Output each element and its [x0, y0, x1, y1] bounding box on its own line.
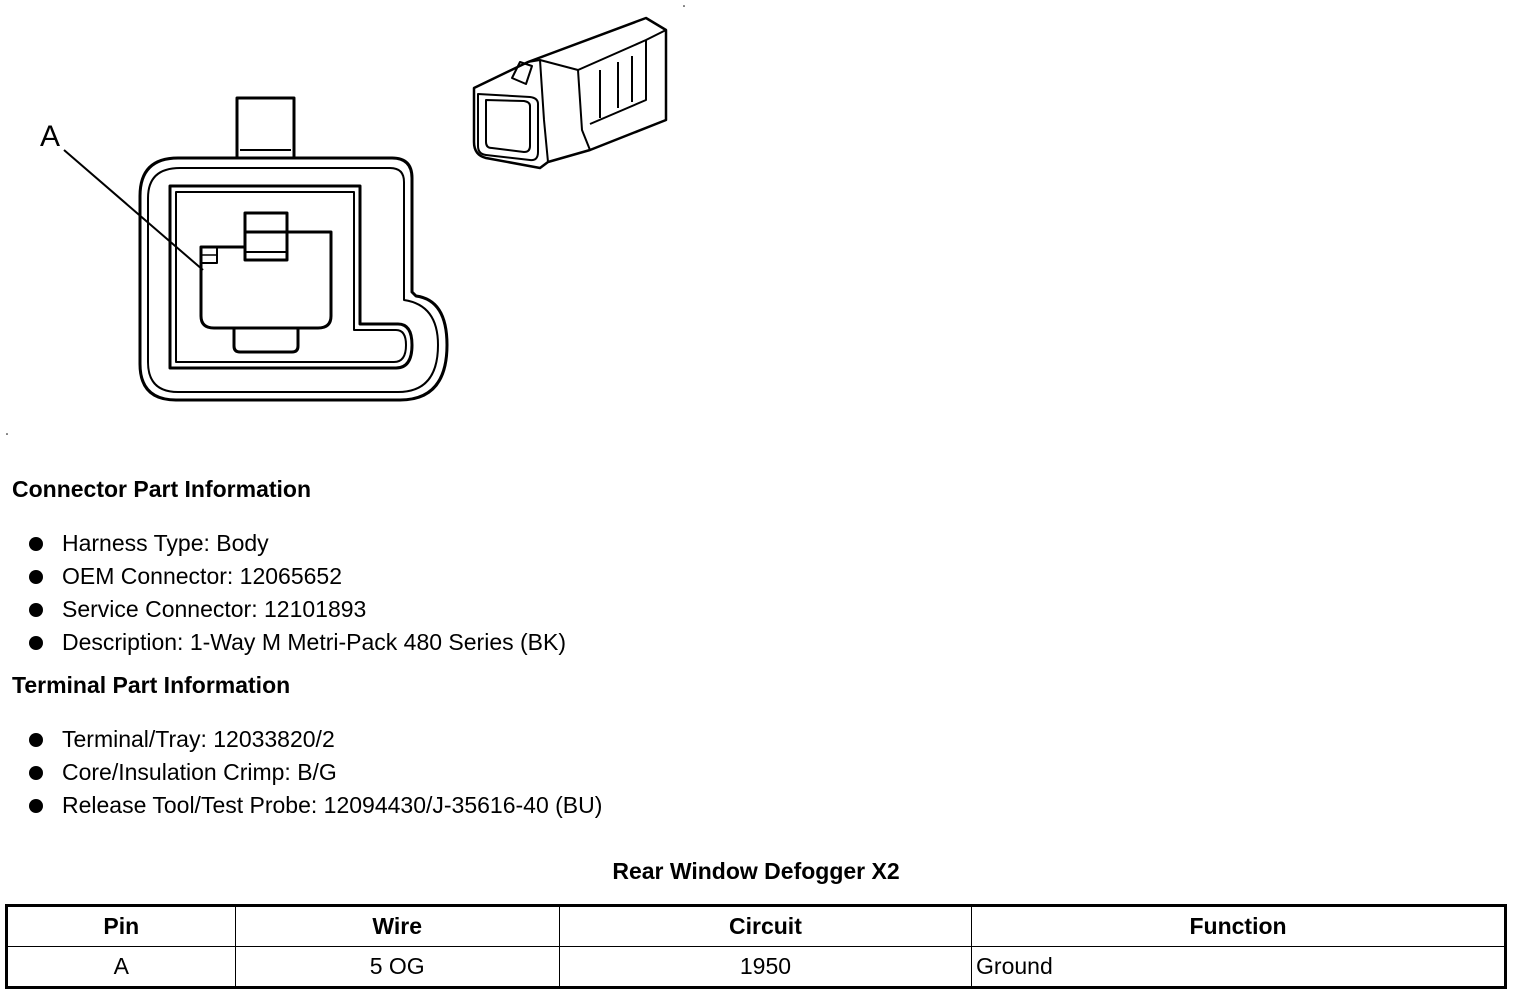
list-item: OEM Connector: 12065652 — [28, 560, 566, 593]
table-row: A 5 OG 1950 Ground — [6, 946, 1506, 988]
connector-perspective-view — [472, 16, 668, 170]
terminal-part-info-heading: Terminal Part Information — [12, 672, 291, 698]
cell-circuit: 1950 — [558, 946, 973, 988]
list-item-text: Service Connector: 12101893 — [62, 596, 367, 622]
bullet-icon — [29, 570, 43, 584]
cell-function: Ground — [971, 946, 1506, 988]
column-header-function: Function — [971, 905, 1506, 947]
bullet-icon — [29, 636, 43, 650]
cell-wire: 5 OG — [234, 946, 560, 988]
table-header-row: Pin Wire Circuit Function — [6, 905, 1506, 947]
terminal-part-info-list: Terminal/Tray: 12033820/2 Core/Insulatio… — [28, 723, 602, 822]
connector-part-info-heading: Connector Part Information — [12, 476, 312, 502]
table-title: Rear Window Defogger X2 — [612, 858, 900, 884]
column-header-circuit: Circuit — [558, 905, 973, 947]
list-item: Terminal/Tray: 12033820/2 — [28, 723, 602, 756]
list-item-text: OEM Connector: 12065652 — [62, 563, 343, 589]
list-item: Harness Type: Body — [28, 527, 566, 560]
bullet-icon — [29, 603, 43, 617]
list-item: Service Connector: 12101893 — [28, 593, 566, 626]
pin-a-label: A — [40, 120, 60, 153]
list-item: Core/Insulation Crimp: B/G — [28, 756, 602, 789]
list-item-text: Terminal/Tray: 12033820/2 — [62, 726, 335, 752]
list-item: Release Tool/Test Probe: 12094430/J-3561… — [28, 789, 602, 822]
list-item-text: Description: 1-Way M Metri-Pack 480 Seri… — [62, 629, 567, 655]
connector-inner-frame — [168, 184, 414, 370]
terminal-cavity — [199, 230, 333, 330]
connector-diagram: A — [6, 5, 685, 435]
column-header-pin: Pin — [6, 905, 236, 947]
connector-part-info-list: Harness Type: Body OEM Connector: 120656… — [28, 527, 566, 659]
column-header-wire: Wire — [234, 905, 560, 947]
connector-latch-tab — [235, 96, 296, 158]
bullet-icon — [29, 799, 43, 813]
bullet-icon — [29, 766, 43, 780]
connector-housing-outer — [138, 156, 449, 402]
pinout-table: Pin Wire Circuit Function A 5 OG 1950 Gr… — [5, 904, 1507, 989]
list-item-text: Release Tool/Test Probe: 12094430/J-3561… — [62, 792, 603, 818]
list-item-text: Harness Type: Body — [62, 530, 269, 556]
bullet-icon — [29, 537, 43, 551]
cell-pin: A — [6, 946, 236, 988]
pin-a-leader-line — [63, 149, 204, 271]
list-item-text: Core/Insulation Crimp: B/G — [62, 759, 337, 785]
bullet-icon — [29, 733, 43, 747]
list-item: Description: 1-Way M Metri-Pack 480 Seri… — [28, 626, 566, 659]
